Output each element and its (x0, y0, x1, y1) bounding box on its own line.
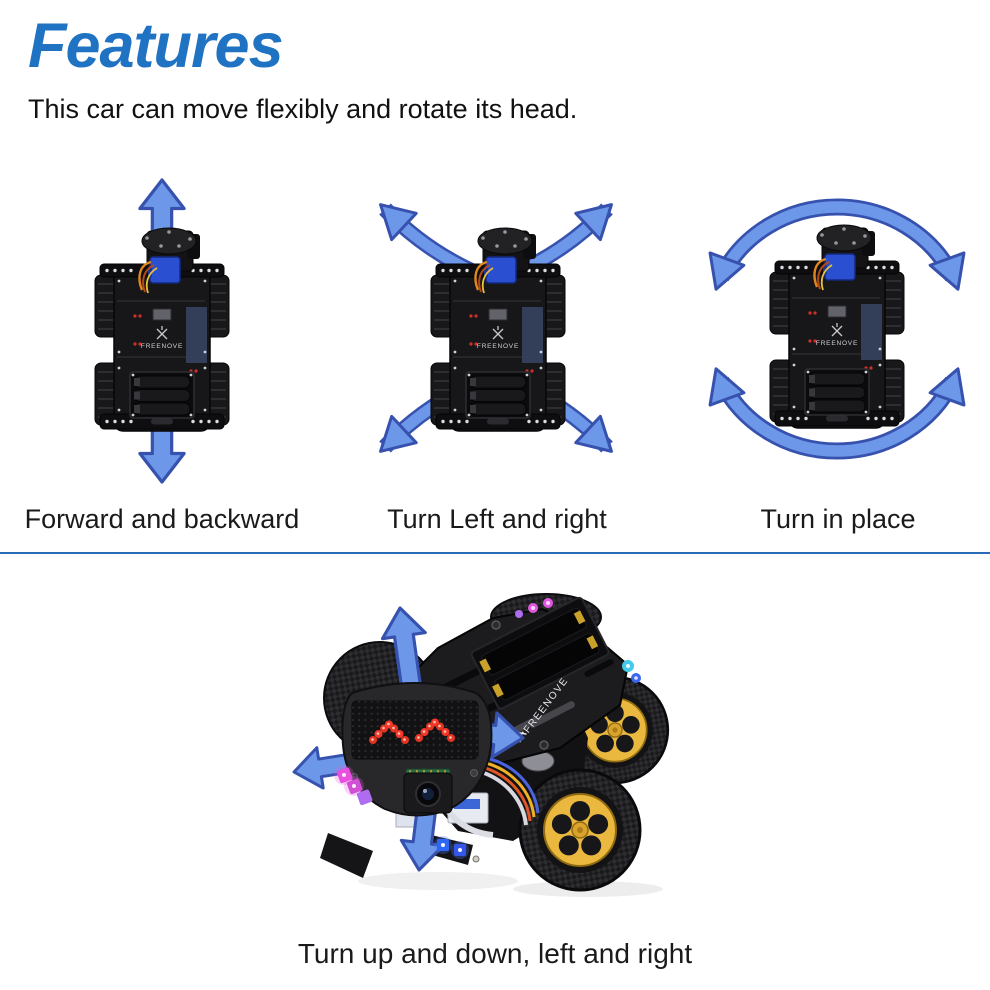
figure-head-pan-tilt: FREENOVE (289, 593, 670, 897)
caption-turn-left-right: Turn Left and right (387, 504, 607, 534)
page-subtitle: This car can move flexibly and rotate it… (28, 94, 578, 124)
circular-arc-top-icon (697, 198, 977, 297)
robot-car-top-view (93, 226, 231, 433)
section-divider (0, 552, 990, 554)
led-strip-blue (434, 836, 480, 863)
figure-forward-backward (93, 178, 231, 484)
caption-turn-in-place: Turn in place (760, 504, 916, 534)
battery-holder (470, 596, 610, 710)
figure-turn-in-place (697, 198, 977, 460)
robot-car-top-view (768, 223, 906, 430)
caption-head-pan-tilt: Turn up and down, left and right (297, 938, 693, 969)
figure-turn-left-right (366, 189, 626, 467)
camera-module (403, 768, 453, 814)
led-strip-magenta (334, 765, 373, 806)
head-face-panel (341, 682, 493, 817)
caption-forward-backward: Forward and backward (24, 504, 300, 534)
page-title: Features (28, 11, 284, 81)
circular-arc-bottom-icon (697, 361, 977, 460)
